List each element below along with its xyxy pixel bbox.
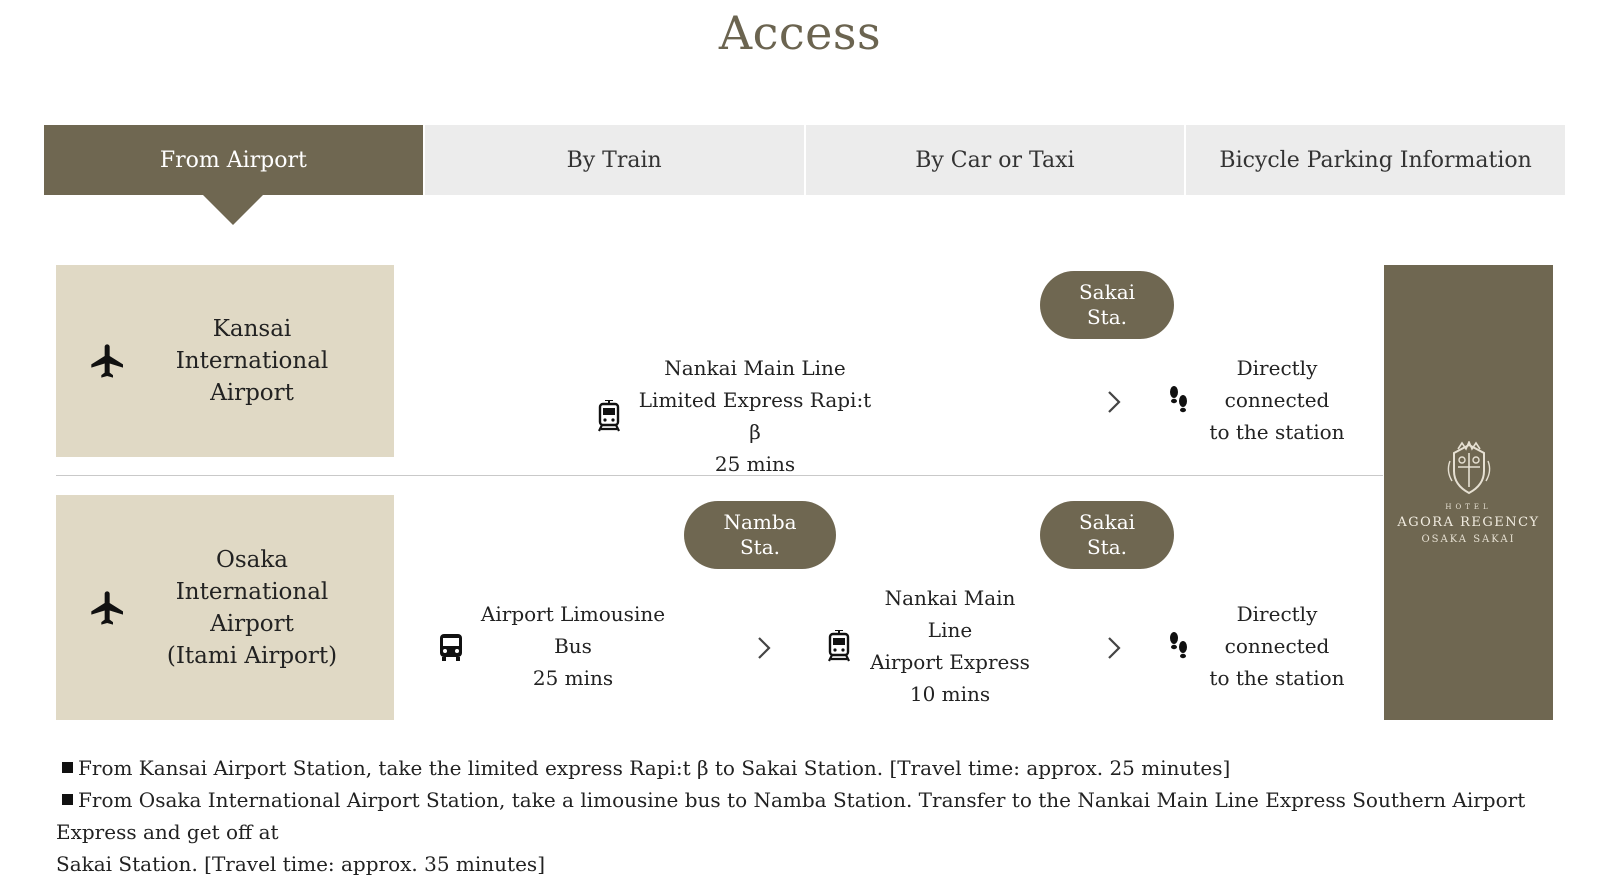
hotel-crest-icon <box>1447 440 1490 494</box>
bullet-square-icon <box>62 762 73 773</box>
route-step-text: Directly connected to the station <box>1209 602 1345 690</box>
airport-name: Kansai International Airport <box>175 316 329 406</box>
tab-by-train[interactable]: By Train <box>424 125 804 195</box>
hotel-logo-panel: HOTEL AGORA REGENCY OSAKA SAKAI <box>1384 265 1553 720</box>
note-item-continued: Sakai Station. [Travel time: approx. 35 … <box>56 852 545 876</box>
bus-icon <box>440 634 462 661</box>
active-tab-pointer <box>203 195 263 225</box>
train-icon <box>828 630 850 662</box>
route-step-text: Airport Limousine Bus 25 mins <box>480 602 666 690</box>
airplane-icon <box>91 590 123 625</box>
airport-box-kansai: Kansai International Airport <box>56 265 394 457</box>
access-notes: From Kansai Airport Station, take the li… <box>56 752 1556 880</box>
tab-from-airport[interactable]: From Airport <box>44 125 423 195</box>
route-step-text: Nankai Main Line Limited Express Rapi:t … <box>638 356 872 476</box>
footsteps-icon <box>1170 632 1187 659</box>
hotel-prefix: HOTEL <box>1445 502 1492 511</box>
note-item: From Osaka International Airport Station… <box>56 788 1526 844</box>
route-step-text: Nankai Main Line Airport Express 10 mins <box>870 586 1030 706</box>
route-step-train: Nankai Main Line Limited Express Rapi:t … <box>596 352 880 480</box>
chevron-right-icon <box>1108 637 1121 659</box>
footsteps-icon <box>1170 386 1187 413</box>
route-step-bus: Airport Limousine Bus 25 mins <box>438 598 668 694</box>
airplane-icon <box>91 344 123 378</box>
hotel-name: AGORA REGENCY <box>1397 514 1540 530</box>
route-step-train: Nankai Main Line Airport Express 10 mins <box>826 582 1040 710</box>
hotel-location: OSAKA SAKAI <box>1421 533 1516 545</box>
page-title: Access <box>718 6 882 60</box>
train-icon <box>598 400 620 432</box>
route-step-walk: Directly connected to the station <box>1166 598 1352 694</box>
airport-name: Osaka International Airport (Itami Airpo… <box>166 546 338 669</box>
chevron-right-icon <box>1108 391 1121 413</box>
route-step-text: Directly connected to the station <box>1209 356 1345 444</box>
airport-box-itami: Osaka International Airport (Itami Airpo… <box>56 495 394 720</box>
note-item: From Kansai Airport Station, take the li… <box>56 752 1556 784</box>
route-divider <box>56 475 1383 476</box>
tab-by-car-or-taxi[interactable]: By Car or Taxi <box>805 125 1185 195</box>
route-step-walk: Directly connected to the station <box>1166 352 1352 448</box>
tab-bicycle-parking[interactable]: Bicycle Parking Information <box>1186 125 1565 195</box>
chevron-right-icon <box>758 637 771 659</box>
access-tabs: From Airport By Train By Car or Taxi Bic… <box>44 125 1565 195</box>
bullet-square-icon <box>62 794 73 805</box>
